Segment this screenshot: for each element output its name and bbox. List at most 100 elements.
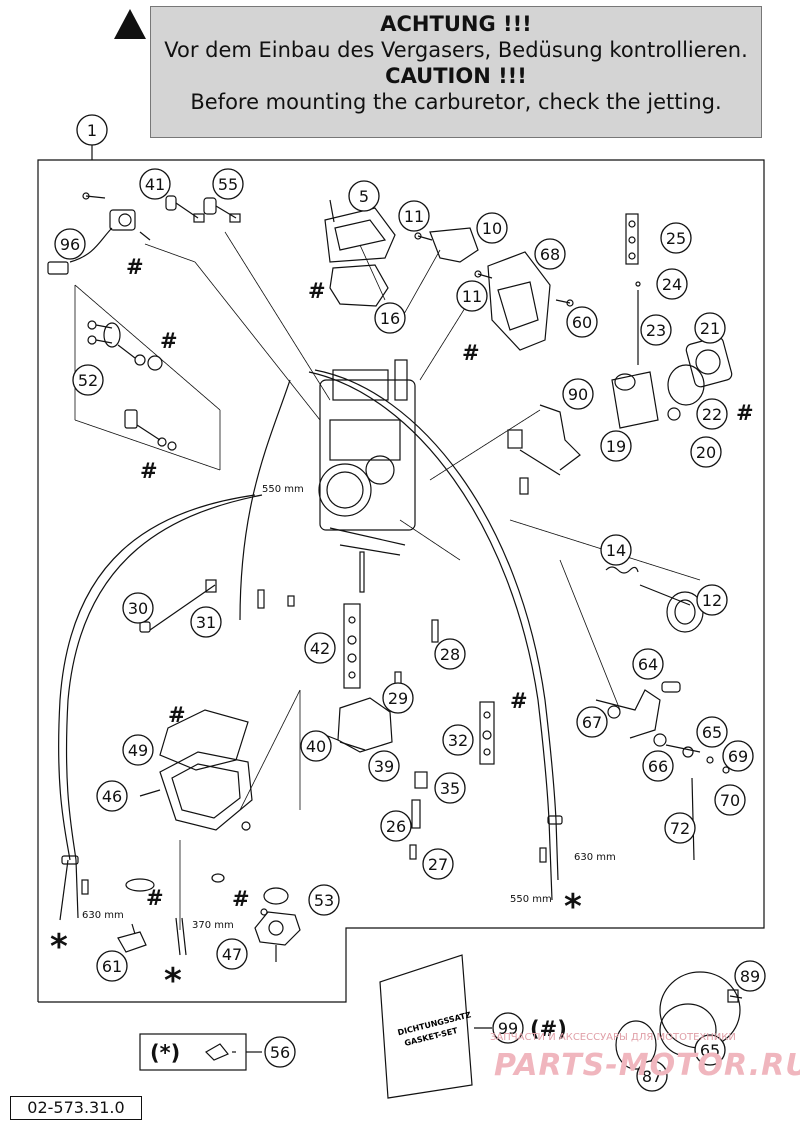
overflow-hose	[239, 379, 291, 621]
dimension-550mm-top: 550 mm	[262, 484, 304, 495]
vent-hose-left-2	[65, 494, 263, 861]
callout-61: 61	[96, 950, 128, 982]
callout-circle	[696, 716, 728, 748]
callout-label: 49	[128, 741, 148, 760]
callout-99: 99	[492, 1012, 524, 1044]
gasket-set-sheet	[379, 954, 473, 1099]
hash-paren-marker: (#)	[530, 1017, 567, 1041]
callout-circle	[422, 848, 454, 880]
callout-circle	[600, 430, 632, 462]
callout-label: 35	[440, 779, 460, 798]
callout-label: 40	[306, 737, 326, 756]
callout-49: 49	[122, 734, 154, 766]
callout-label: 60	[572, 313, 592, 332]
callout-label: 99	[498, 1019, 518, 1038]
callout-circle	[308, 884, 340, 916]
callout-circle	[54, 228, 86, 260]
hot-start-parts	[507, 404, 581, 495]
callout-5: 5	[348, 180, 380, 212]
callout-circle	[216, 938, 248, 970]
linkage-parts	[595, 681, 730, 861]
callout-label: 32	[448, 731, 468, 750]
screws	[82, 192, 574, 307]
callout-label: 31	[196, 613, 216, 632]
callout-circle	[442, 724, 474, 756]
watermark-logo: PARTS-MOTOR.RU	[494, 1048, 800, 1083]
callout-70: 70	[714, 784, 746, 816]
star-marker: *	[564, 887, 582, 927]
hash-marker: #	[308, 279, 326, 303]
star-paren-marker: (*)	[150, 1041, 180, 1065]
callout-label: 69	[728, 747, 748, 766]
callout-circle	[76, 114, 108, 146]
callout-circle	[382, 682, 414, 714]
hash-marker: #	[140, 459, 158, 483]
callout-11b: 11	[456, 280, 488, 312]
callout-label: 52	[78, 371, 98, 390]
callout-label: 24	[662, 275, 682, 294]
callout-circle	[122, 592, 154, 624]
callout-circle	[374, 302, 406, 334]
top-cover-gasket	[329, 264, 389, 307]
callout-label: 70	[720, 791, 740, 810]
callout-label: 67	[582, 713, 602, 732]
callout-87: 87	[636, 1060, 668, 1092]
caution-title-en: CAUTION !!!	[385, 64, 527, 88]
caution-text-en: Before mounting the carburetor, check th…	[190, 90, 722, 114]
callout-circle	[566, 306, 598, 338]
callout-66: 66	[642, 750, 674, 782]
callout-label: 19	[606, 437, 626, 456]
callout-circle	[492, 1012, 524, 1044]
callout-label: 16	[380, 309, 400, 328]
bowl-o-ring	[125, 878, 155, 892]
callout-40: 40	[300, 730, 332, 762]
hash-marker: #	[462, 341, 480, 365]
callout-circle	[264, 1036, 296, 1068]
callout-label: 28	[440, 645, 460, 664]
dimension-370mm: 370 mm	[192, 920, 234, 931]
callout-60: 60	[566, 306, 598, 338]
callout-label: 53	[314, 891, 334, 910]
callout-89: 89	[734, 960, 766, 992]
callout-21: 21	[694, 312, 726, 344]
callout-10: 10	[476, 212, 508, 244]
callout-circle	[300, 730, 332, 762]
callout-circle	[632, 648, 664, 680]
callout-label: 11	[404, 207, 424, 226]
pump-assembly-right	[611, 213, 733, 429]
float-bowl	[139, 751, 253, 831]
jet-parts	[257, 551, 495, 860]
callout-69: 69	[722, 740, 754, 772]
dimension-630mm-right: 630 mm	[574, 852, 616, 863]
drawing-number: 02-573.31.0	[10, 1096, 142, 1120]
callout-22: 22	[696, 398, 728, 430]
dimension-550mm-right: 550 mm	[510, 894, 552, 905]
callout-label: 64	[638, 655, 658, 674]
callout-label: 20	[696, 443, 716, 462]
callout-label: 22	[702, 405, 722, 424]
pump-cover	[254, 887, 301, 962]
callout-circle	[660, 222, 692, 254]
callout-14: 14	[600, 534, 632, 566]
callout-circle	[139, 168, 171, 200]
callout-39: 39	[368, 750, 400, 782]
callout-circle	[96, 950, 128, 982]
float-bowl-gasket	[159, 709, 249, 771]
callout-circle	[664, 812, 696, 844]
callout-24: 24	[656, 268, 688, 300]
callout-label: 25	[666, 229, 686, 248]
callout-circle	[656, 268, 688, 300]
callout-circle	[694, 1034, 726, 1066]
callout-label: 30	[128, 599, 148, 618]
callout-label: 47	[222, 945, 242, 964]
callout-20: 20	[690, 436, 722, 468]
callout-label: 26	[386, 817, 406, 836]
callout-circle	[534, 238, 566, 270]
callout-label: 23	[646, 321, 666, 340]
callout-68: 68	[534, 238, 566, 270]
callout-label: 46	[102, 787, 122, 806]
callout-1: 1	[76, 114, 108, 146]
callout-circle	[476, 212, 508, 244]
adjust-screws	[165, 195, 241, 223]
callout-67: 67	[576, 706, 608, 738]
